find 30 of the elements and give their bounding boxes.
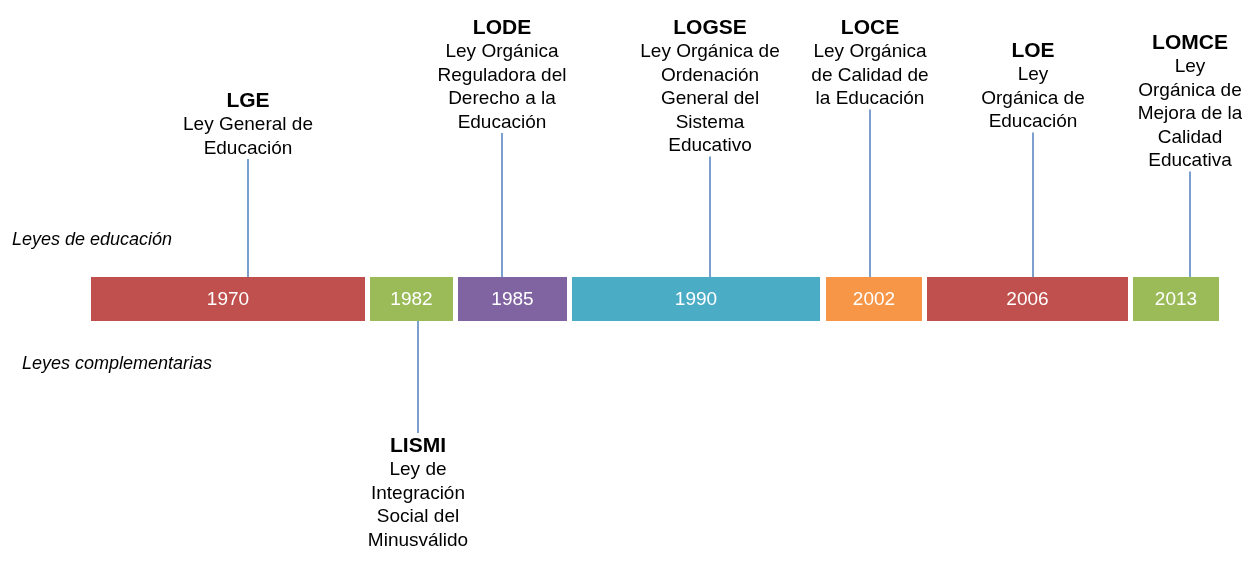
law-acronym: LOE <box>1010 38 1056 62</box>
leader-line <box>1032 131 1034 278</box>
leader-line <box>869 108 871 278</box>
timeline-bar: 1970 <box>91 277 365 321</box>
timeline-bar: 2002 <box>826 277 922 321</box>
law-name: Ley Orgánica de Calidad de la Educación <box>810 39 930 110</box>
law-name: Ley General de Educación <box>182 112 314 159</box>
leader-line <box>501 132 503 278</box>
row-label: Leyes de educación <box>12 228 174 251</box>
leader-line <box>247 158 249 278</box>
law-acronym: LOMCE <box>1151 30 1229 54</box>
law-acronym: LOGSE <box>672 15 748 39</box>
law-name: Ley Orgánica Reguladora del Derecho a la Educación <box>436 39 568 133</box>
timeline-bar: 2006 <box>927 277 1128 321</box>
leader-line <box>1189 170 1191 278</box>
law-name: Ley Orgánica de Mejora de la Calidad Educativa <box>1137 54 1242 172</box>
law-acronym: LODE <box>471 15 533 39</box>
leader-line <box>709 155 711 278</box>
timeline-bar: 2013 <box>1133 277 1219 321</box>
row-label: Leyes complementarias <box>20 352 214 375</box>
timeline-bar: 1982 <box>370 277 453 321</box>
timeline-bar: 1990 <box>572 277 820 321</box>
law-name: Ley de Integración Social del Minusválido <box>366 457 470 551</box>
leader-line <box>417 320 419 434</box>
timeline-bar: 1985 <box>458 277 567 321</box>
law-acronym: LISMI <box>389 433 447 457</box>
law-acronym: LGE <box>225 88 271 112</box>
law-acronym: LOCE <box>839 15 901 39</box>
law-name: Ley Orgánica de Educación <box>980 62 1086 133</box>
law-name: Ley Orgánica de Ordenación General del Sistema Educativo <box>640 39 780 157</box>
